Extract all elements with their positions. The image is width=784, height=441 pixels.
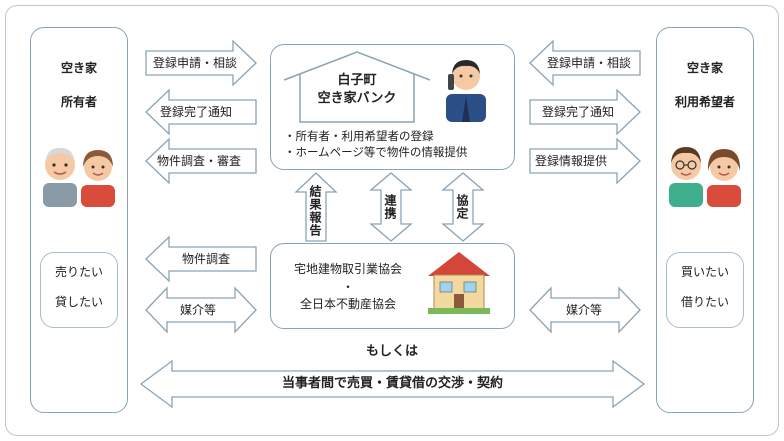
arrow-up-result bbox=[294, 172, 338, 242]
arrow-left-done bbox=[145, 88, 257, 136]
user-panel bbox=[656, 27, 754, 413]
negotiation-label: 当事者間で売買・賃貸借の交渉・契約 bbox=[281, 376, 503, 391]
user-intent-buy: 買いたい bbox=[680, 265, 729, 279]
owner-intent-box bbox=[40, 252, 118, 328]
arrow-left-survey bbox=[145, 235, 257, 283]
or-label: もしくは bbox=[365, 344, 418, 359]
arrow-right-apply bbox=[529, 39, 641, 87]
house-outline-icon bbox=[283, 51, 431, 123]
agency-line1: 宅地建物取引業協会 bbox=[293, 262, 402, 276]
owner-intent-sell: 売りたい bbox=[54, 265, 103, 279]
owner-couple-illustration bbox=[43, 147, 115, 207]
bank-service-info: ・ホームページ等で物件の情報提供 bbox=[284, 145, 468, 159]
arrow-up-result-label: 結果報告 bbox=[308, 185, 322, 237]
arrow-left-broker-label: 媒介等 bbox=[180, 303, 217, 317]
arrow-bottom-negotiation bbox=[139, 359, 646, 409]
arrow-left-survey-review-label: 物件調査・審査 bbox=[157, 154, 242, 168]
arrow-both-agree bbox=[441, 172, 485, 242]
bank-service-registration: ・所有者・利用希望者の登録 bbox=[284, 129, 434, 143]
arrow-right-info bbox=[529, 137, 641, 185]
arrow-right-done-label: 登録完了通知 bbox=[542, 105, 615, 119]
arrow-left-done-label: 登録完了通知 bbox=[160, 105, 233, 119]
arrow-right-info-label: 登録情報提供 bbox=[535, 154, 608, 168]
arrow-right-broker bbox=[529, 286, 641, 334]
arrow-right-broker-label: 媒介等 bbox=[566, 303, 603, 317]
user-couple-illustration bbox=[669, 147, 741, 207]
arrow-left-apply-label: 登録申請・相談 bbox=[153, 56, 238, 70]
arrow-both-coop-label: 連携 bbox=[383, 194, 397, 220]
owner-panel bbox=[30, 27, 128, 413]
arrow-right-apply-label: 登録申請・相談 bbox=[547, 56, 632, 70]
arrow-left-apply bbox=[145, 39, 257, 87]
user-title-line2: 利用希望者 bbox=[674, 95, 735, 109]
arrow-right-done bbox=[529, 88, 641, 136]
bank-name-line1: 白子町 bbox=[337, 73, 377, 88]
user-title-line1: 空き家 bbox=[686, 61, 723, 75]
owner-title-line1: 空き家 bbox=[60, 61, 97, 75]
user-intent-box bbox=[666, 252, 744, 328]
owner-title-line2: 所有者 bbox=[60, 95, 97, 109]
arrow-left-survey-label: 物件調査 bbox=[182, 252, 231, 266]
user-intent-rent: 借りたい bbox=[680, 295, 729, 309]
bank-name-line2: 空き家バンク bbox=[317, 91, 397, 106]
outer-frame bbox=[5, 5, 779, 436]
arrow-both-coop bbox=[369, 172, 413, 242]
agency-line2: 全日本不動産協会 bbox=[299, 297, 396, 311]
agency-separator: ・ bbox=[341, 280, 354, 294]
arrow-left-survey-review bbox=[145, 137, 257, 185]
arrow-both-agree-label: 協定 bbox=[455, 194, 469, 220]
house-illustration bbox=[428, 252, 490, 314]
staff-phone-illustration bbox=[446, 60, 486, 122]
agency-box bbox=[270, 243, 515, 329]
owner-intent-lease: 貸したい bbox=[54, 295, 103, 309]
bank-box bbox=[270, 44, 515, 170]
arrow-left-broker bbox=[145, 286, 257, 334]
